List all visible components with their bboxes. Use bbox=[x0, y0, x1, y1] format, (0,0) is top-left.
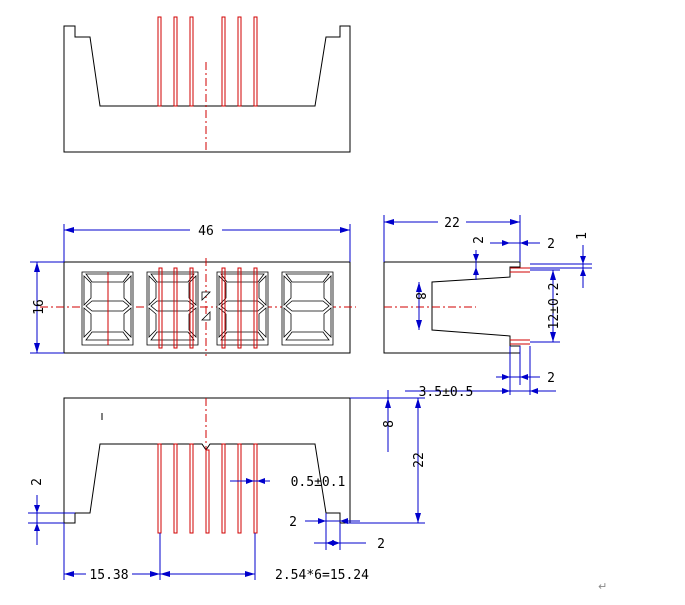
dim-side-1: 1 bbox=[530, 232, 592, 288]
display-view: 46 16 bbox=[30, 222, 356, 356]
dim-side-2c: 2 bbox=[496, 346, 555, 395]
dim-side-22: 22 bbox=[383, 214, 521, 262]
front-pin bbox=[173, 443, 178, 534]
top-pin bbox=[253, 16, 258, 107]
dim-46-label: 46 bbox=[198, 224, 214, 239]
dim-front-2-bottom-b: 2 bbox=[314, 513, 385, 552]
dim-front-2-bottom-a: 2 bbox=[289, 515, 360, 530]
dim-pin-width: 0.5±0.1 bbox=[230, 475, 345, 490]
dim-pitch-1524-label: 2.54*6=15.24 bbox=[275, 568, 369, 583]
dim-front-8: 8 bbox=[350, 390, 397, 452]
dim-pitch-1538-label: 15.38 bbox=[89, 568, 128, 583]
side-view: 22 2 2 1 8 bbox=[383, 214, 592, 400]
dim-46: 46 bbox=[63, 222, 351, 262]
dim-side-2c-label: 2 bbox=[547, 371, 555, 386]
dim-side-35-label: 3.5±0.5 bbox=[419, 385, 474, 400]
digit-2 bbox=[146, 267, 199, 349]
front-pin bbox=[253, 443, 258, 534]
digit-3 bbox=[216, 267, 269, 349]
front-pin bbox=[157, 443, 162, 534]
front-view-pins bbox=[157, 443, 258, 534]
dim-side-8-label: 8 bbox=[412, 292, 427, 300]
dim-side-2a: 2 bbox=[472, 236, 487, 280]
return-mark: ↵ bbox=[598, 580, 607, 593]
top-pin bbox=[173, 16, 178, 107]
front-view-body bbox=[63, 397, 351, 524]
dim-side-35: 3.5±0.5 bbox=[405, 346, 556, 400]
dim-side-2a-label: 2 bbox=[472, 236, 487, 244]
digit-4 bbox=[281, 271, 334, 346]
top-view-pins bbox=[157, 16, 258, 107]
top-view-body bbox=[63, 25, 351, 153]
front-pin bbox=[237, 443, 242, 534]
dim-front-22-label: 22 bbox=[412, 452, 427, 468]
dim-front-2-left: 2 bbox=[28, 478, 75, 545]
dim-pitch: 15.38 2.54*6=15.24 bbox=[63, 523, 369, 583]
top-pin bbox=[189, 16, 194, 107]
digit-1 bbox=[81, 271, 134, 346]
front-view: 8 22 2 0.5±0.1 bbox=[28, 390, 427, 583]
front-pin bbox=[221, 443, 226, 534]
dim-front-2-bottom-b-label: 2 bbox=[377, 537, 385, 552]
colon bbox=[201, 291, 211, 321]
dim-side-2b-label: 2 bbox=[547, 237, 555, 252]
dim-side-2b: 2 bbox=[490, 237, 555, 252]
top-view bbox=[63, 16, 351, 153]
dim-16: 16 bbox=[30, 261, 64, 354]
dim-side-1-label: 1 bbox=[575, 232, 590, 240]
dim-pin-width-label: 0.5±0.1 bbox=[291, 475, 346, 490]
top-pin bbox=[157, 16, 162, 107]
front-pin bbox=[205, 449, 210, 534]
dim-side-12: 12±0.2 bbox=[530, 269, 562, 343]
dim-front-8-label: 8 bbox=[382, 420, 397, 428]
top-pin bbox=[221, 16, 226, 107]
dim-side-22-label: 22 bbox=[444, 216, 460, 231]
dim-side-12-label: 12±0.2 bbox=[547, 283, 562, 330]
front-pin bbox=[189, 443, 194, 534]
dim-front-2-left-label: 2 bbox=[30, 478, 45, 486]
dim-front-22: 22 bbox=[345, 397, 427, 524]
dim-front-2-bottom-a-label: 2 bbox=[289, 515, 297, 530]
dim-side-8: 8 bbox=[412, 282, 427, 330]
dim-16-label: 16 bbox=[32, 299, 47, 315]
top-pin bbox=[237, 16, 242, 107]
